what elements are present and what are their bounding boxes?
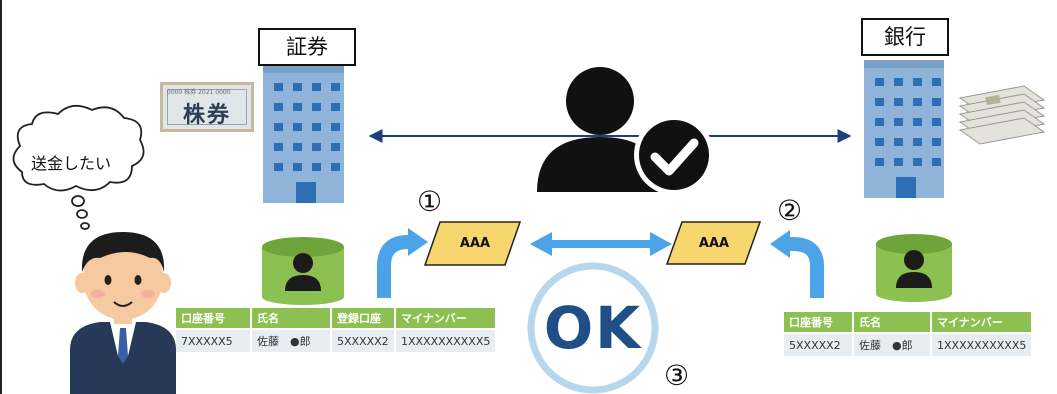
right-curved-arrow-icon (787, 237, 824, 298)
step-marker-2: ② (777, 194, 803, 227)
left-account-table: 口座番号 氏名 登録口座 マイナンバー 7XXXXX5 佐藤 ●郎 5XXXXX… (174, 306, 497, 354)
stock-certificate-text: 株券 (182, 103, 231, 128)
table-header-cell: 口座番号 (176, 308, 250, 328)
table-row: 5XXXXX2 佐藤 ●郎 1XXXXXXXXXX5 (784, 334, 1032, 356)
ok-text: OK (543, 294, 643, 362)
table-cell: 1XXXXXXXXXX5 (396, 330, 496, 352)
right-curved-arrow-head (770, 230, 790, 258)
table-row: 7XXXXX5 佐藤 ●郎 5XXXXX2 1XXXXXXXXXX5 (176, 330, 496, 352)
table-header-cell: マイナンバー (932, 312, 1032, 332)
ok-ring (527, 262, 659, 394)
left-record-label: AAA (459, 236, 491, 251)
table-header-cell: 氏名 (854, 312, 930, 332)
right-account-table: 口座番号 氏名 マイナンバー 5XXXXX2 佐藤 ●郎 1XXXXXXXXXX… (782, 310, 1033, 358)
stock-certificate-icon: 0000 株券 2021 0000 株券 (160, 82, 254, 132)
securities-building-icon (263, 65, 344, 203)
thought-bubble-text: 送金したい (31, 154, 112, 173)
table-cell: 1XXXXXXXXXX5 (932, 334, 1032, 356)
table-cell: 佐藤 ●郎 (252, 330, 330, 352)
step-marker-3: ③ (664, 359, 690, 392)
table-header-cell: 氏名 (252, 308, 330, 328)
left-database-icon (262, 237, 344, 305)
table-header-row: 口座番号 氏名 登録口座 マイナンバー (176, 308, 496, 328)
left-curved-arrow-head (408, 228, 428, 256)
right-record-shape (665, 221, 762, 265)
table-header-cell: マイナンバー (396, 308, 496, 328)
stock-certificate-frame (167, 89, 247, 125)
table-cell: 5XXXXX2 (332, 330, 394, 352)
bank-label: 銀行 (861, 18, 949, 56)
step-marker-1: ① (417, 185, 443, 218)
left-record-shape (423, 221, 522, 266)
businessman-icon (70, 232, 176, 394)
cash-stack-icon (958, 85, 1046, 145)
left-border-line (0, 0, 2, 394)
left-curved-arrow-icon (377, 235, 411, 298)
table-header-row: 口座番号 氏名 マイナンバー (784, 312, 1032, 332)
right-database-icon (876, 234, 952, 302)
right-record-label: AAA (698, 236, 730, 251)
table-header-cell: 登録口座 (332, 308, 394, 328)
table-cell: 7XXXXX5 (176, 330, 250, 352)
bank-building-icon (864, 60, 944, 198)
securities-label: 証券 (258, 28, 356, 66)
table-cell: 佐藤 ●郎 (854, 334, 930, 356)
thought-bubble (12, 104, 145, 230)
table-header-cell: 口座番号 (784, 312, 852, 332)
table-cell: 5XXXXX2 (784, 334, 852, 356)
verified-person-icon (537, 67, 714, 195)
match-double-arrow-icon (530, 232, 672, 256)
stock-certificate-small-text: 0000 株券 2021 0000 (167, 89, 231, 96)
